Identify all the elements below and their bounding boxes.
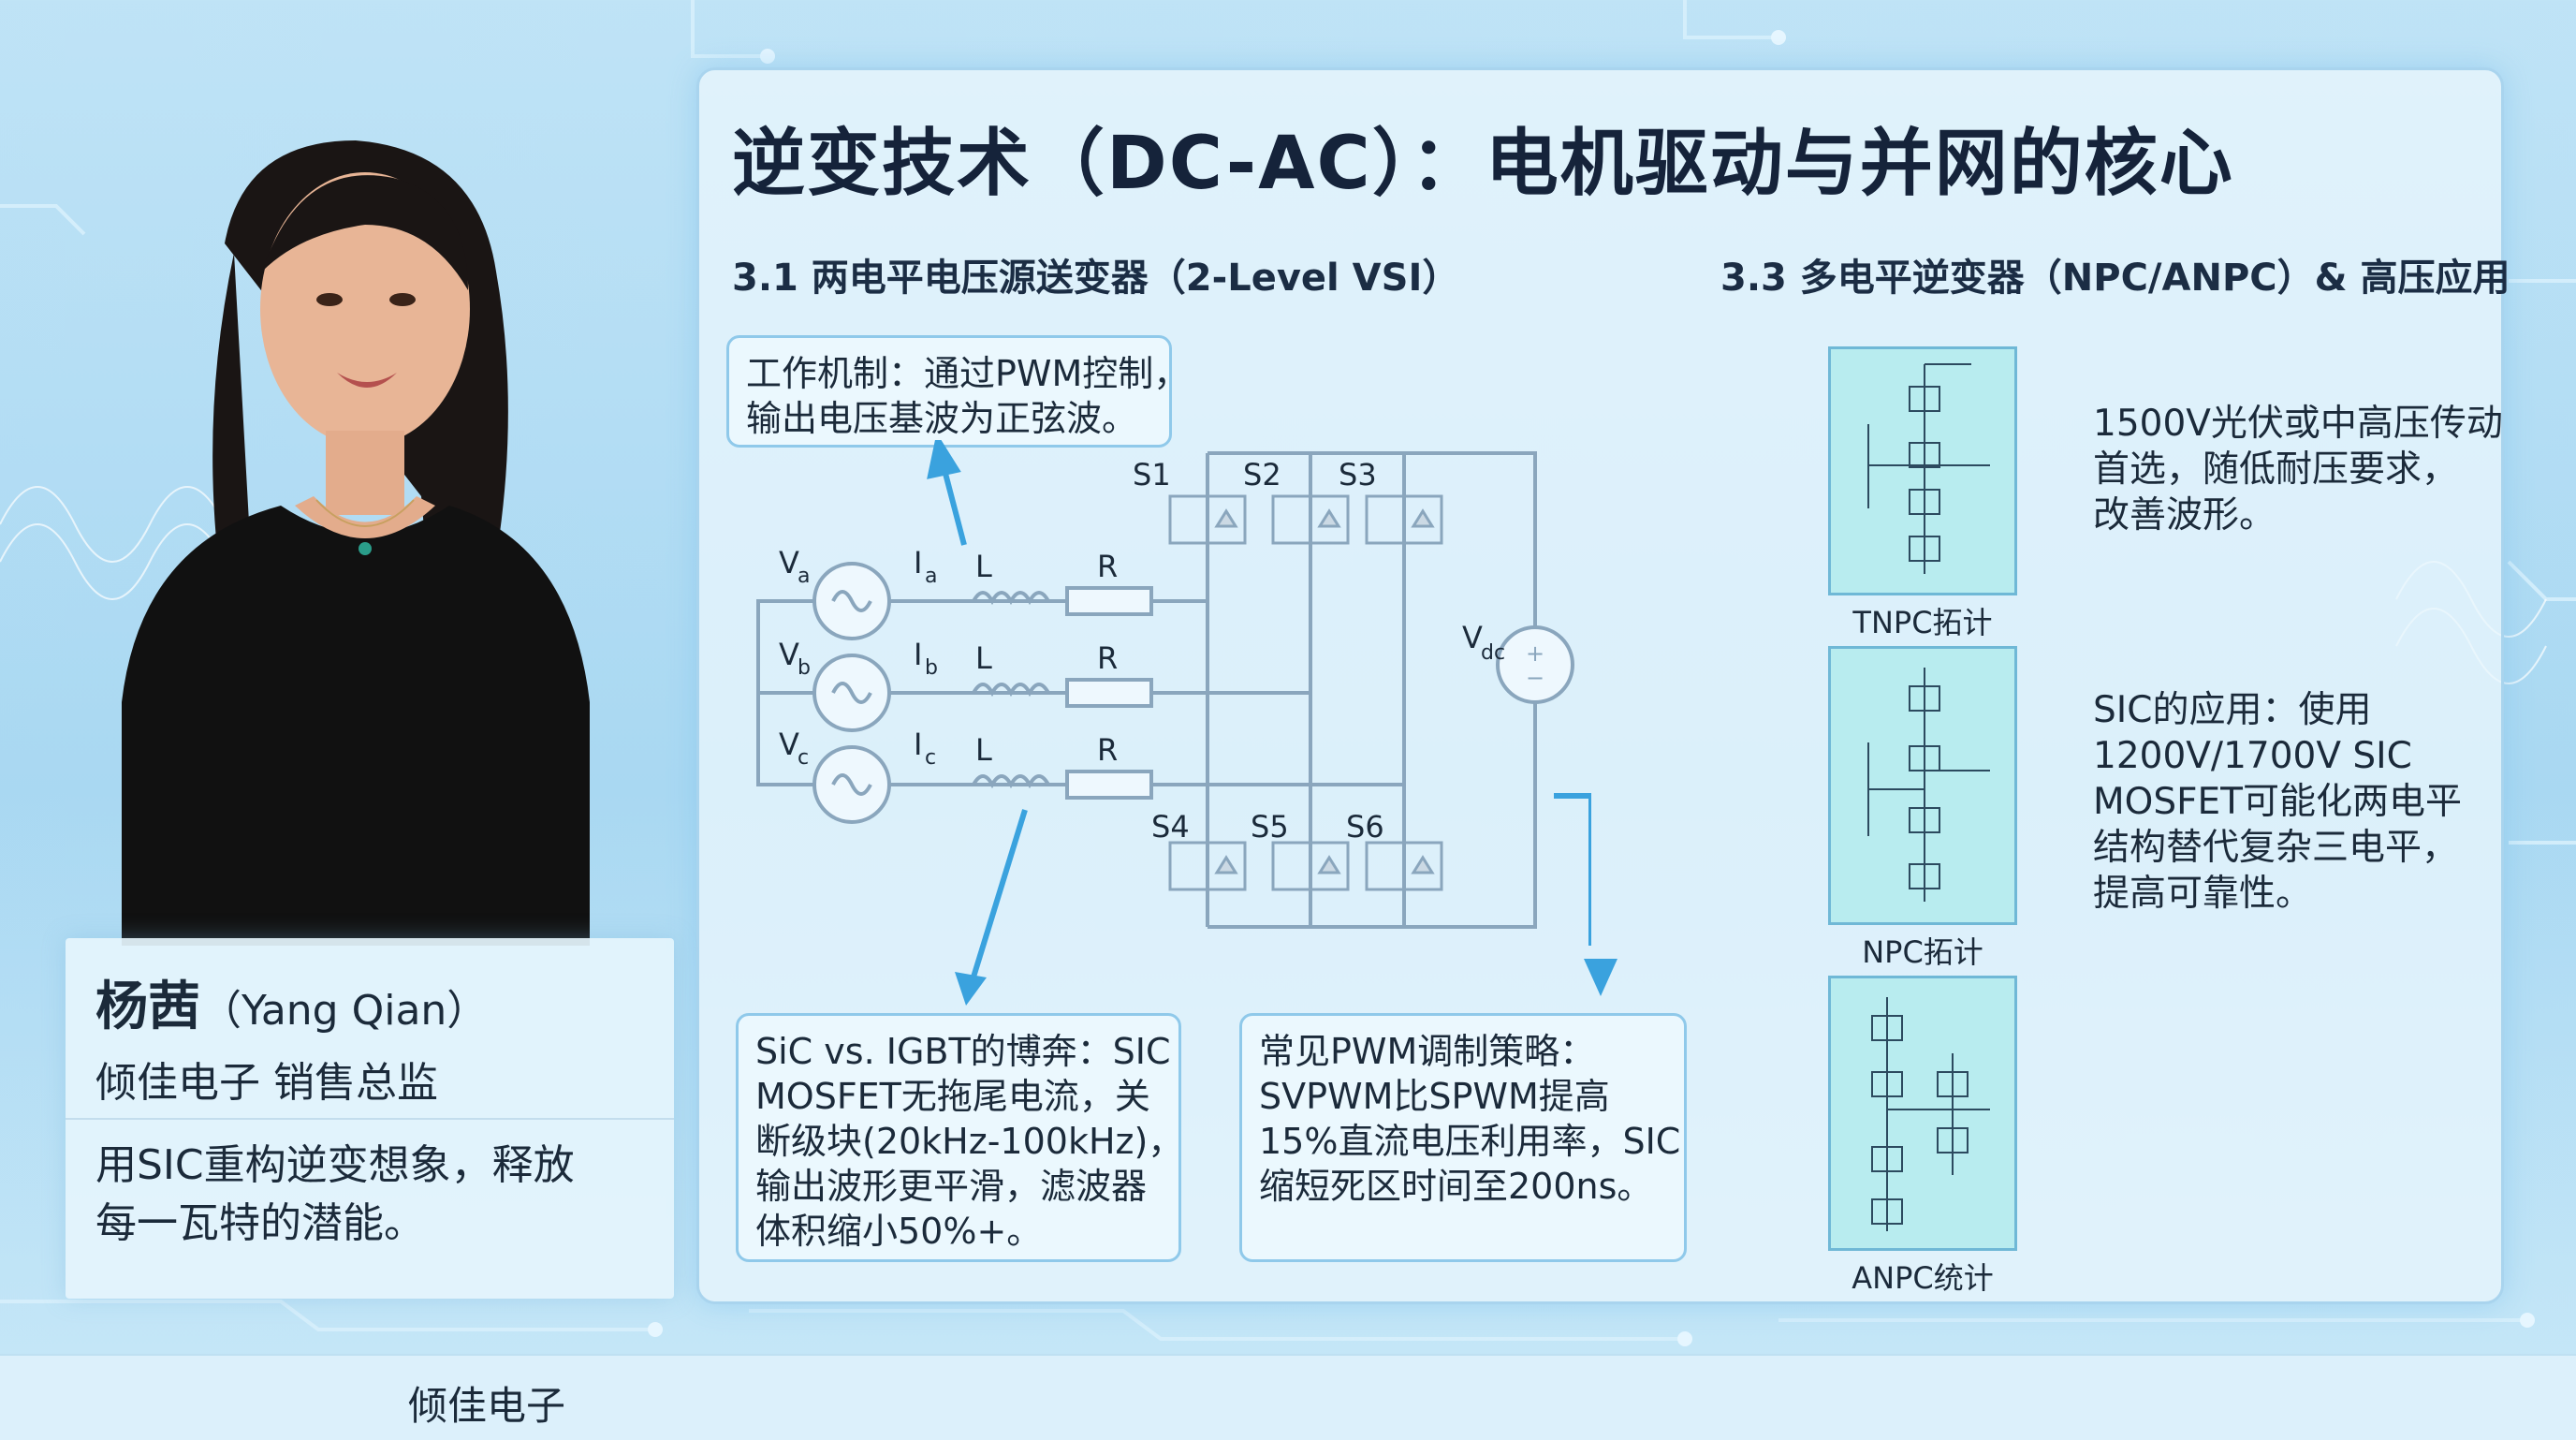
desc-text: 1500V光伏或中高压传动 bbox=[2093, 403, 2503, 445]
slide-title: 逆变技术（DC-AC）：电机驱动与并网的核心 bbox=[732, 122, 2234, 206]
topology-anpc-diagram bbox=[1828, 976, 2017, 1251]
current-label-ic-sub: c bbox=[925, 746, 936, 770]
topology-label-tnpc: TNPC拓计 bbox=[1852, 605, 1993, 640]
dc-voltage-label: V bbox=[1462, 620, 1483, 655]
slogan-text: 用SIC重构逆变想象，释放 bbox=[95, 1141, 575, 1189]
card-divider bbox=[66, 1118, 674, 1120]
current-label-ib-sub: b bbox=[925, 656, 938, 680]
callout-text: 输出电压基波为正弦波。 bbox=[746, 398, 1138, 439]
desc-multilevel-application: 1500V光伏或中高压传动 首选，随低耐压要求， 改善波形。 bbox=[2093, 401, 2503, 538]
callout-text: 工作机制：通过PWM控制， bbox=[746, 353, 1190, 394]
switch-label-s1: S1 bbox=[1133, 457, 1171, 492]
desc-text: 结构替代复杂三电平， bbox=[2093, 827, 2459, 869]
callout-text: 体积缩小50%+。 bbox=[755, 1211, 1043, 1252]
callout-text: MOSFET无拖尾电流，关 bbox=[755, 1076, 1150, 1117]
footer-brand: 倾佳电子 bbox=[408, 1383, 566, 1429]
current-label-ib: I bbox=[914, 637, 922, 672]
inductor-label: L bbox=[975, 640, 992, 676]
callout-sic-vs-igbt: SiC vs. IGBT的博奔：SIC MOSFET无拖尾电流，关 断级块(20… bbox=[736, 1013, 1184, 1262]
voltage-label-vc-sub: c bbox=[798, 746, 809, 770]
switch-label-s6: S6 bbox=[1346, 809, 1384, 845]
inductor-label: L bbox=[975, 732, 992, 768]
switch-label-s3: S3 bbox=[1339, 457, 1377, 492]
section-heading-vsi: 3.1 两电平电压源送变器（2-Level VSI） bbox=[732, 257, 1460, 300]
presenter-role: 倾佳电子 销售总监 bbox=[95, 1059, 438, 1107]
desc-text: 首选，随低耐压要求， bbox=[2093, 448, 2459, 491]
voltage-label-vb: V bbox=[779, 637, 799, 672]
callout-text: 输出波形更平滑，滤波器 bbox=[755, 1166, 1148, 1207]
svg-text:+: + bbox=[1526, 640, 1544, 667]
callout-text: 15%直流电压利用率，SIC bbox=[1259, 1121, 1681, 1162]
presenter-name-en: （Yang Qian） bbox=[200, 987, 489, 1035]
flow-arrow-icon bbox=[927, 440, 1591, 946]
resistor-icon bbox=[1065, 586, 1153, 800]
callout-text: SVPWM比SPWM提高 bbox=[1259, 1076, 1610, 1117]
footer-bar: 倾佳电子 bbox=[0, 1354, 2576, 1440]
switch-label-s5: S5 bbox=[1251, 809, 1289, 845]
voltage-label-vb-sub: b bbox=[798, 656, 811, 680]
presenter-name-cn: 杨茜 bbox=[95, 977, 200, 1037]
callout-text: 缩短死区时间至200ns。 bbox=[1259, 1166, 1653, 1207]
callout-text: 断级块(20kHz-100kHz)， bbox=[755, 1121, 1184, 1162]
presenter-photo bbox=[122, 140, 590, 946]
switch-label-s4: S4 bbox=[1151, 809, 1190, 845]
topology-tnpc-diagram bbox=[1828, 346, 2017, 595]
arrow-down-icon bbox=[1584, 959, 1617, 996]
voltage-label-vc: V bbox=[779, 727, 799, 762]
resistor-label: R bbox=[1097, 549, 1118, 584]
callout-text: 常见PWM调制策略： bbox=[1259, 1031, 1596, 1072]
resistor-label: R bbox=[1097, 732, 1118, 768]
desc-text: 1200V/1700V SIC bbox=[2093, 735, 2412, 777]
inductor-icon bbox=[972, 591, 1050, 789]
resistor-label: R bbox=[1097, 640, 1118, 676]
voltage-label-va-sub: a bbox=[798, 565, 810, 588]
callout-mechanism: 工作机制：通过PWM控制， 输出电压基波为正弦波。 bbox=[726, 335, 1190, 448]
presenter-name: 杨茜（Yang Qian） bbox=[95, 964, 488, 1040]
svg-text:−: − bbox=[1526, 665, 1544, 691]
arrow-down-icon bbox=[955, 809, 1028, 1006]
desc-text: 改善波形。 bbox=[2093, 494, 2276, 536]
current-label-ic: I bbox=[914, 727, 922, 762]
tnpc-schematic-icon bbox=[1867, 363, 1990, 574]
current-label-ia: I bbox=[914, 545, 922, 580]
dc-source-icon: + − bbox=[1496, 625, 1574, 704]
desc-text: 提高可靠性。 bbox=[2093, 873, 2313, 915]
mosfet-switch-icon bbox=[1168, 494, 1443, 891]
desc-text: MOSFET可能化两电平 bbox=[2093, 781, 2462, 823]
presenter-slogan: 用SIC重构逆变想象，释放 每一瓦特的潜能。 bbox=[95, 1137, 575, 1253]
presenter-card: 杨茜（Yang Qian） 倾佳电子 销售总监 用SIC重构逆变想象，释放 每一… bbox=[66, 938, 674, 1299]
voltage-label-va: V bbox=[779, 545, 799, 580]
dc-voltage-label-sub: dc bbox=[1481, 641, 1505, 665]
topology-npc-diagram bbox=[1828, 646, 2017, 925]
topology-label-anpc: ANPC统计 bbox=[1852, 1260, 1994, 1296]
desc-sic-application: SIC的应用：使用 1200V/1700V SIC MOSFET可能化两电平 结… bbox=[2093, 687, 2462, 917]
slogan-text: 每一瓦特的潜能。 bbox=[95, 1199, 425, 1247]
topology-label-npc: NPC拓计 bbox=[1862, 934, 1983, 970]
current-label-ia-sub: a bbox=[925, 565, 937, 588]
callout-pwm-strategy: 常见PWM调制策略： SVPWM比SPWM提高 15%直流电压利用率，SIC 缩… bbox=[1239, 1013, 1687, 1262]
section-heading-multilevel: 3.3 多电平逆变器（NPC/ANPC）& 高压应用 bbox=[1720, 257, 2510, 300]
switch-label-s2: S2 bbox=[1243, 457, 1281, 492]
inductor-label: L bbox=[975, 549, 992, 584]
desc-text: SIC的应用：使用 bbox=[2093, 689, 2372, 731]
npc-schematic-icon bbox=[1867, 668, 1990, 902]
vsi-circuit-diagram: + − S1 S2 S3 S4 S5 S6 V a V b V c I a I … bbox=[756, 440, 1591, 946]
callout-text: SiC vs. IGBT的博奔：SIC bbox=[755, 1031, 1171, 1072]
anpc-schematic-icon bbox=[1871, 997, 1990, 1231]
